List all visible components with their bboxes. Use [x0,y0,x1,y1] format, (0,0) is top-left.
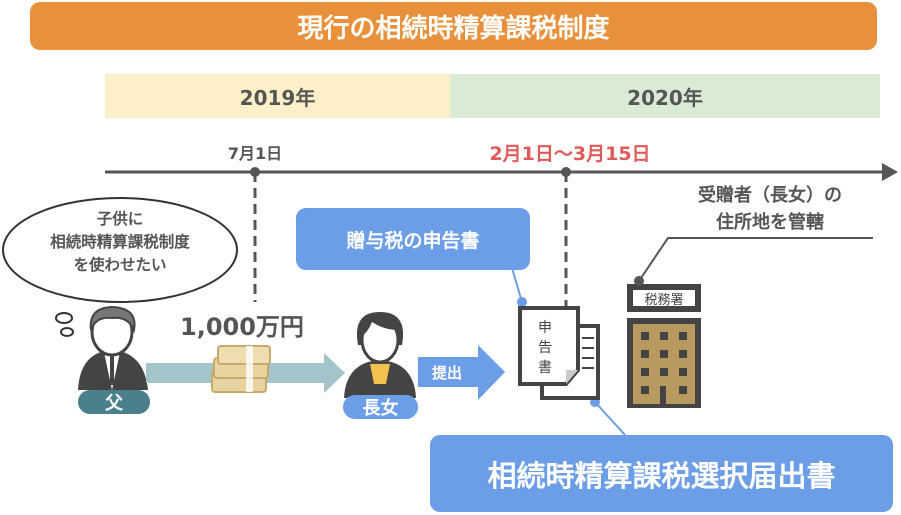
father-label: 父 [78,390,150,414]
father-icon [78,305,148,390]
year-2020-band: 2020年 [450,74,880,118]
gift-tax-return-callout: 贈与税の申告書 [296,208,530,270]
office-note: 受贈者（長女）の 住所地を管轄 [698,185,842,233]
daughter-label: 長女 [343,395,418,419]
year-2019-band: 2019年 [105,74,450,118]
gift-amount: 1,000万円 [180,313,304,341]
submit-label: 提出 [431,364,462,382]
document-label: 申告書 [538,320,552,376]
speech-bubble [2,197,238,303]
date-july-1: 7月1日 [227,144,283,163]
date-filing-period: 2月1日〜3月15日 [489,143,651,165]
timeline-arrowhead [882,163,898,181]
document-stack-icon [518,306,600,400]
tax-office-label: 税務署 [644,293,684,308]
page-title: 現行の相続時精算課税制度 [30,2,877,50]
submit-arrow [418,357,480,387]
daughter-icon [344,312,416,398]
bubble-text: 子供に 相続時精算課税制度 を使わせたい [50,210,190,274]
office-note-leader [638,237,873,282]
money-bundle-icon [211,345,271,393]
election-form-callout: 相続時精算課税選択届出書 [430,435,893,512]
tax-office-building-icon [627,284,701,408]
